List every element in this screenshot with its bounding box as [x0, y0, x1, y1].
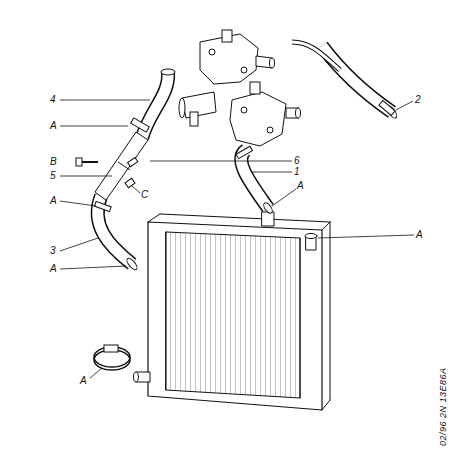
callout-number: 6 — [294, 156, 300, 166]
clamp-letter: A — [50, 196, 57, 206]
callout-number: 3 — [50, 246, 56, 256]
clamp-letter: A — [50, 121, 57, 131]
callout-letter: C — [141, 190, 148, 200]
callout-number: 4 — [50, 95, 56, 105]
clamp-letter: A — [80, 376, 87, 386]
clamp-letter: A — [416, 230, 423, 240]
callout-number: 5 — [50, 171, 56, 181]
callout-number: 2 — [415, 95, 421, 105]
clamp-letter: A — [50, 264, 57, 274]
callout-number: 1 — [294, 167, 300, 177]
clamp-letter: A — [297, 181, 304, 191]
drawing-reference: 02/96 2N 13E86A — [438, 367, 448, 446]
bolt-letter: B — [50, 157, 57, 167]
